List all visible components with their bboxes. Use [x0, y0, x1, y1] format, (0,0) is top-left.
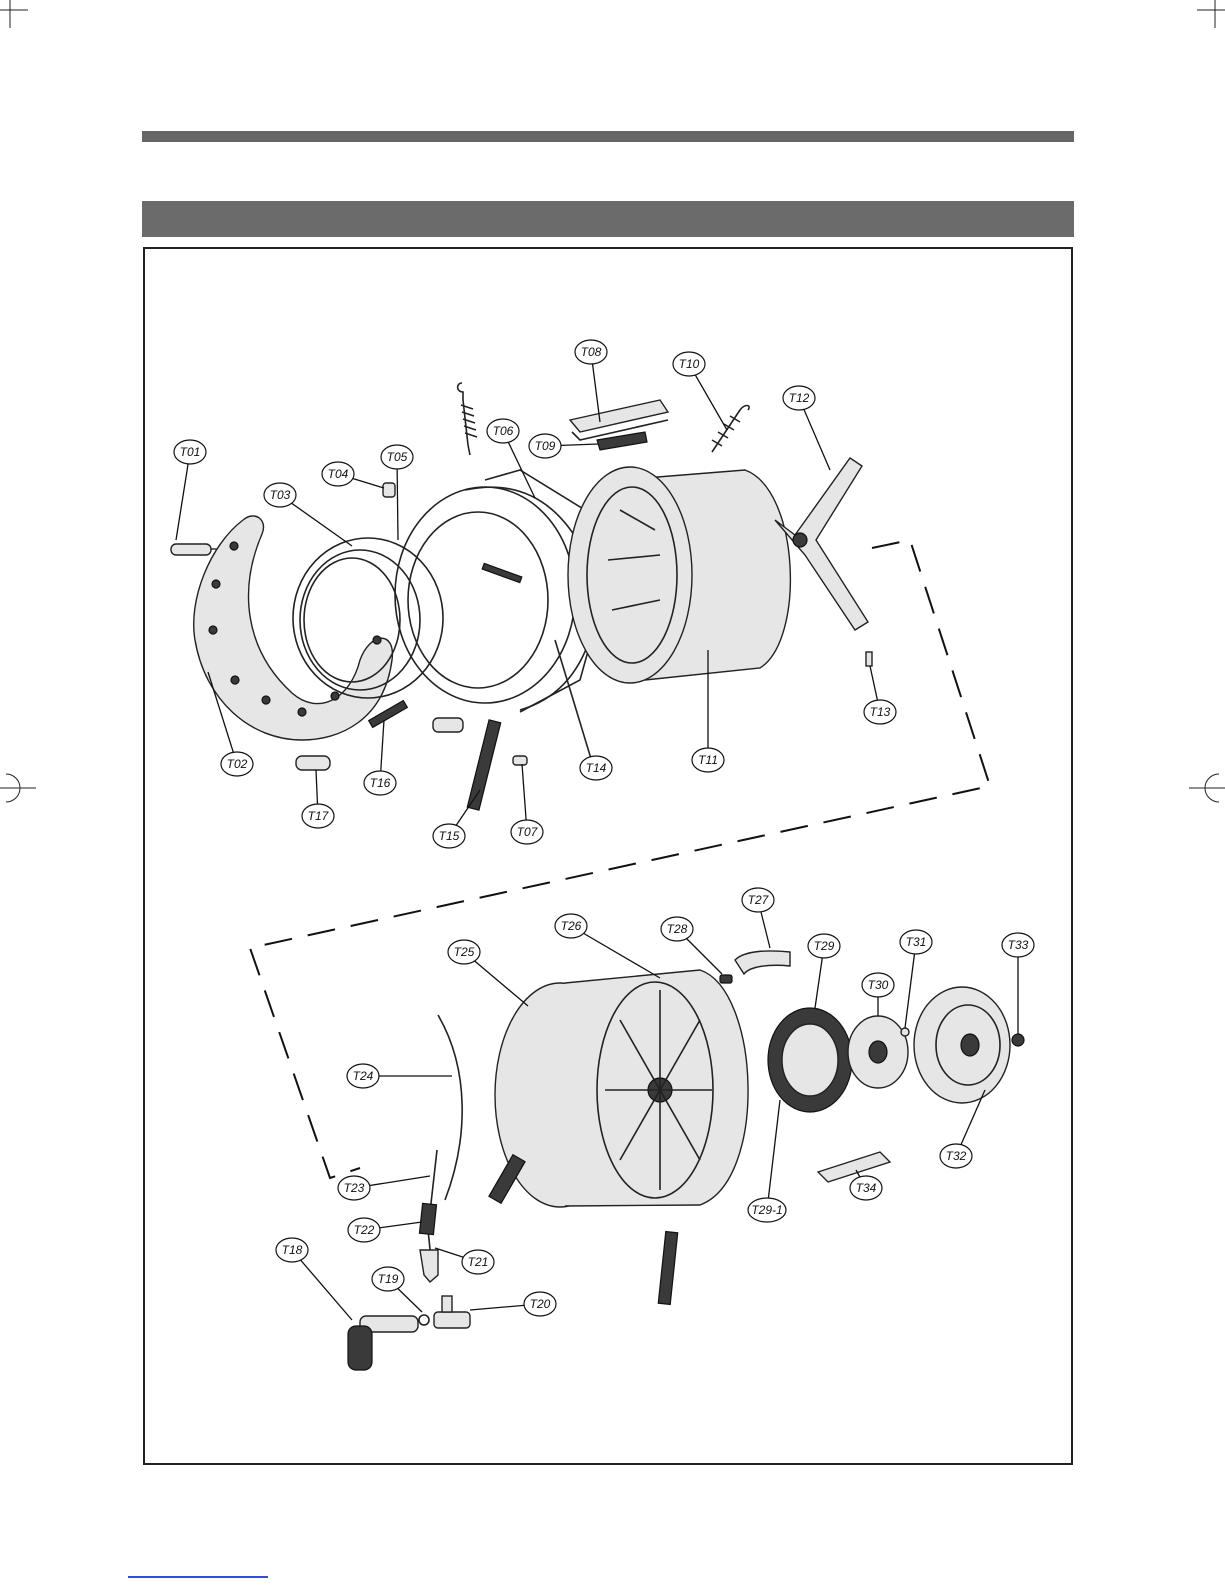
callout-label-t21: T21: [468, 1255, 489, 1269]
callout-t30: T30: [862, 973, 894, 1016]
part-t13-screw: [866, 652, 872, 666]
callout-label-t30: T30: [868, 978, 889, 992]
part-t27-hose: [735, 951, 790, 974]
callout-label-t29: T29: [814, 939, 835, 953]
callout-label-t15: T15: [439, 829, 460, 843]
callout-t08: T08: [575, 340, 607, 422]
callout-label-t27: T27: [748, 893, 770, 907]
callout-label-t23: T23: [344, 1181, 365, 1195]
callout-label-t18: T18: [282, 1243, 303, 1257]
part-t04-clip: [383, 483, 395, 497]
callout-t29: T29: [808, 934, 840, 1008]
callout-t13: T13: [864, 666, 896, 724]
part-t19-ring: [419, 1315, 429, 1325]
callout-label-t29-1: T29-1: [751, 1203, 782, 1217]
callout-label-t02: T02: [227, 757, 248, 771]
callout-label-t14: T14: [586, 761, 607, 775]
callout-label-t09: T09: [535, 439, 556, 453]
part-t31-nut: [901, 1028, 909, 1036]
callout-t25: T25: [448, 940, 528, 1006]
callout-t03: T03: [264, 483, 352, 546]
leader-line-t01: [176, 452, 190, 540]
callout-label-t34: T34: [856, 1181, 877, 1195]
part-suspension-spring-left: [458, 383, 477, 455]
callout-label-t11: T11: [698, 753, 718, 767]
part-t15-damper: [433, 718, 501, 810]
callout-t23: T23: [338, 1176, 430, 1200]
callout-t24: T24: [347, 1064, 452, 1088]
part-t32-rotor: [914, 987, 1010, 1103]
part-t20-valve: [434, 1296, 470, 1328]
callout-t04: T04: [322, 462, 384, 488]
part-t33-nut: [1012, 1034, 1024, 1046]
part-t30-hub: [848, 1016, 908, 1088]
callout-t06: T06: [487, 419, 535, 498]
callout-t17: T17: [302, 770, 334, 828]
callout-label-t05: T05: [387, 450, 408, 464]
callout-t34: T34: [850, 1170, 882, 1200]
callout-label-t24: T24: [353, 1069, 374, 1083]
callout-t29-1: T29-1: [748, 1100, 786, 1222]
callout-t07: T07: [511, 764, 543, 844]
callout-label-t01: T01: [180, 445, 201, 459]
part-t11-drum: [568, 467, 790, 683]
callout-label-t08: T08: [581, 345, 602, 359]
callout-label-t20: T20: [530, 1297, 551, 1311]
callout-t20: T20: [470, 1292, 556, 1316]
leader-line-t29-1: [767, 1100, 780, 1210]
callout-label-t10: T10: [679, 357, 700, 371]
callout-label-t16: T16: [370, 776, 391, 790]
callout-label-t26: T26: [561, 919, 582, 933]
part-t25-rear-tub: [495, 970, 748, 1207]
callout-label-t32: T32: [946, 1149, 967, 1163]
leader-line-t31: [905, 942, 916, 1028]
part-t34-bracket: [818, 1152, 890, 1182]
callout-label-t19: T19: [378, 1272, 399, 1286]
callout-t33: T33: [1002, 933, 1034, 1034]
part-t17-bolt: [296, 756, 330, 770]
callout-label-t33: T33: [1008, 938, 1029, 952]
callout-t28: T28: [661, 917, 722, 974]
leader-line-t26: [571, 926, 660, 978]
callout-t18: T18: [276, 1238, 352, 1320]
callout-label-t22: T22: [354, 1223, 375, 1237]
callout-label-t17: T17: [308, 809, 330, 823]
part-t23-drain-hose: [419, 1150, 438, 1282]
part-t07-pin: [513, 756, 527, 765]
part-t08-holder: [570, 400, 668, 440]
callout-t10: T10: [673, 352, 727, 430]
callout-label-t03: T03: [270, 488, 291, 502]
callout-label-t12: T12: [789, 391, 810, 405]
callout-label-t07: T07: [517, 825, 539, 839]
callout-label-t04: T04: [328, 467, 349, 481]
callout-t16: T16: [364, 720, 396, 795]
callout-t27: T27: [742, 888, 774, 948]
callout-t26: T26: [555, 914, 660, 978]
callout-label-t13: T13: [870, 705, 891, 719]
callout-t22: T22: [348, 1218, 422, 1242]
callout-label-t25: T25: [454, 945, 475, 959]
callout-label-t06: T06: [493, 424, 514, 438]
callout-label-t31: T31: [906, 935, 927, 949]
callout-t14: T14: [580, 756, 612, 780]
callout-t19: T19: [372, 1267, 422, 1312]
part-t28-clip: [720, 975, 732, 983]
callout-t12: T12: [783, 386, 830, 470]
part-t29-stator: [768, 1008, 852, 1112]
part-t24-clamp: [438, 1015, 462, 1200]
part-t18-pump-hose: [348, 1316, 418, 1370]
callout-t21: T21: [435, 1248, 494, 1274]
callout-t01: T01: [174, 440, 206, 540]
callout-label-t28: T28: [667, 922, 688, 936]
